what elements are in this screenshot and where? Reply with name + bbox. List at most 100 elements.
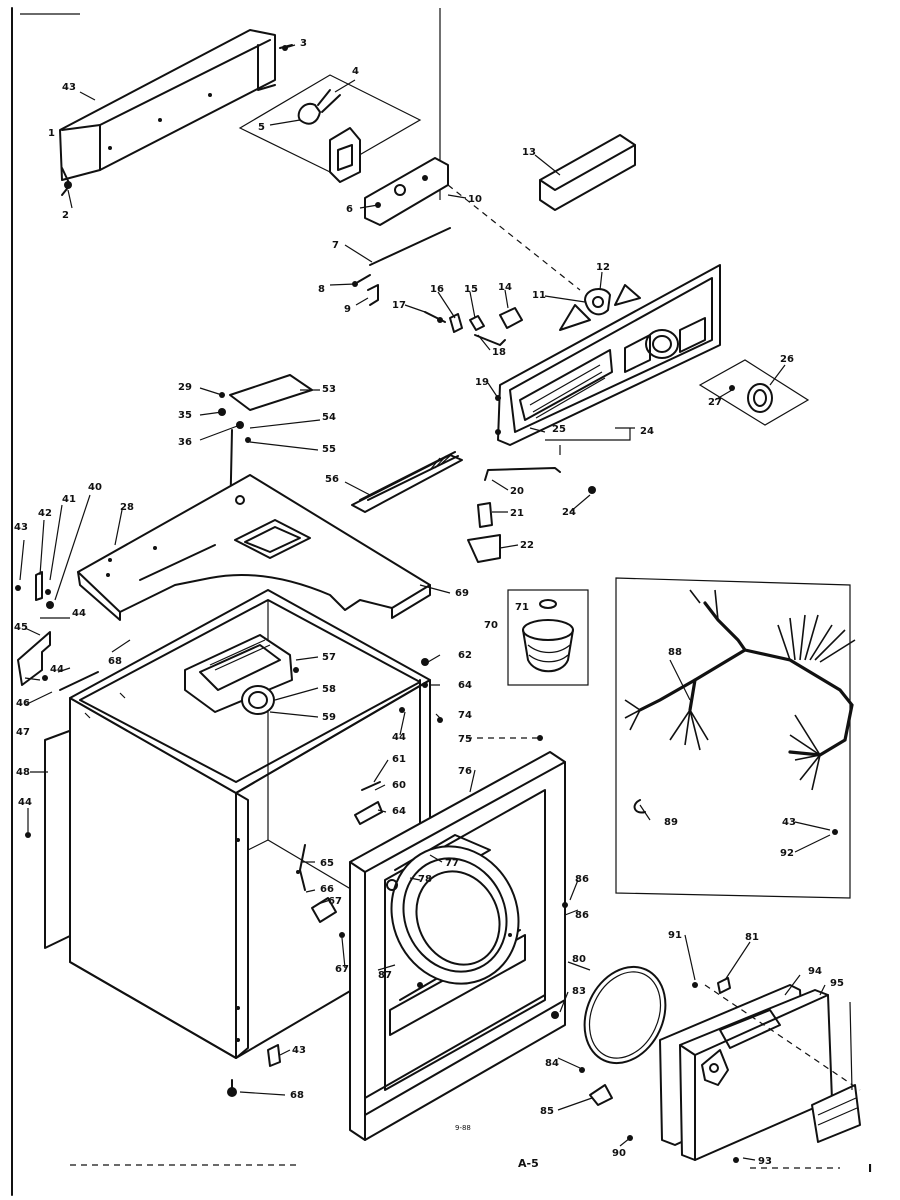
knob-assembly <box>698 359 810 426</box>
label-18: 18 <box>492 347 506 358</box>
label-4: 4 <box>352 66 359 77</box>
label-90: 93 <box>758 1156 772 1167</box>
label-20: 20 <box>510 486 524 497</box>
timer-bracket <box>364 157 581 291</box>
inside-cabinet-parts <box>184 634 299 715</box>
label-52: 56 <box>325 474 339 485</box>
label-37: 36 <box>178 437 192 448</box>
label-66: 70 <box>484 620 498 631</box>
label-21: 21 <box>510 508 524 519</box>
left-hardware <box>15 571 99 949</box>
label-47: 47 <box>16 727 30 738</box>
label-19: 19 <box>475 377 489 388</box>
label-72: 76 <box>458 766 472 777</box>
label-5: 5 <box>258 122 265 133</box>
door-switch <box>296 844 345 938</box>
label-85a: 86 <box>575 910 589 921</box>
label-29: 28 <box>120 502 134 513</box>
label-79: 83 <box>572 986 586 997</box>
label-14: 14 <box>498 282 512 293</box>
label-44b: 44 <box>50 664 64 675</box>
door-opening <box>386 845 568 1019</box>
rear-panel-cover <box>59 29 293 196</box>
small-mark: 9-88 <box>455 1124 471 1132</box>
label-63: 67 <box>328 896 342 907</box>
label-59: 64 <box>458 680 472 691</box>
label-15: 15 <box>464 284 478 295</box>
label-49: 53 <box>322 384 336 395</box>
label-54: 58 <box>322 684 336 695</box>
label-17: 17 <box>392 300 406 311</box>
leader-lines <box>19 44 853 1161</box>
label-9: 9 <box>344 304 351 315</box>
label-43d: 43 <box>782 817 796 828</box>
label-40: 40 <box>88 482 102 493</box>
label-44c: 44 <box>18 797 32 808</box>
label-8: 8 <box>318 284 325 295</box>
label-70: 74 <box>458 710 472 721</box>
label-6: 6 <box>346 204 353 215</box>
label-67: 71 <box>515 602 529 613</box>
label-44d: 44 <box>392 732 406 743</box>
console-panel <box>497 264 721 455</box>
label-65: 69 <box>455 588 469 599</box>
label-43a: 43 <box>62 82 76 93</box>
switch-bracket-assembly <box>238 74 422 183</box>
footer: 9-88 A-5 I <box>70 1124 872 1175</box>
label-2: 2 <box>62 210 69 221</box>
label-27: 26 <box>780 354 794 365</box>
label-13: 13 <box>522 147 536 158</box>
small-screws <box>354 658 543 825</box>
label-44a: 44 <box>72 608 86 619</box>
label-10: 10 <box>468 194 482 205</box>
label-62: 67 <box>335 964 349 975</box>
hose-parts <box>467 467 596 563</box>
label-87: 87 <box>378 970 392 981</box>
label-86: 90 <box>612 1148 626 1159</box>
bottom-screws <box>227 1044 281 1097</box>
top-panel <box>77 474 431 621</box>
label-85b: 89 <box>664 817 678 828</box>
label-26: 25 <box>552 424 566 435</box>
label-25: 24 <box>640 426 654 437</box>
label-51: 55 <box>322 444 336 455</box>
label-76: 80 <box>572 954 586 965</box>
label-24: 24 <box>562 507 576 518</box>
label-57: 61 <box>392 754 406 765</box>
label-42: 42 <box>38 508 52 519</box>
label-88: 91 <box>668 930 682 941</box>
label-93: 94 <box>808 966 822 977</box>
label-56: 60 <box>392 780 406 791</box>
label-16: 16 <box>430 284 444 295</box>
label-73: 77 <box>445 858 459 869</box>
label-61: 66 <box>320 884 334 895</box>
label-58: 62 <box>458 650 472 661</box>
label-41: 41 <box>62 494 76 505</box>
wiring-harness-box <box>615 577 856 899</box>
part-labels: 43 3 4 5 1 2 6 10 13 7 8 9 12 11 14 15 1… <box>14 38 844 1167</box>
label-22: 22 <box>520 540 534 551</box>
label-3: 3 <box>300 38 307 49</box>
label-60: 65 <box>320 858 334 869</box>
panel-end-cover <box>539 134 636 211</box>
label-11: 11 <box>532 290 546 301</box>
lint-screen <box>351 451 463 513</box>
label-1: 1 <box>48 128 55 139</box>
label-74: 78 <box>418 874 432 885</box>
label-35: 29 <box>178 382 192 393</box>
label-71: 75 <box>458 734 472 745</box>
door-gasket-ring <box>579 965 667 1141</box>
label-50: 54 <box>322 412 336 423</box>
label-45: 45 <box>14 622 28 633</box>
dispenser-assembly <box>507 589 589 686</box>
label-89: 92 <box>780 848 794 859</box>
corner-mark: I <box>868 1162 872 1175</box>
label-84: 86 <box>575 874 589 885</box>
label-7: 7 <box>332 240 339 251</box>
label-48: 48 <box>16 767 30 778</box>
page-code: A-5 <box>518 1157 539 1170</box>
label-28: 27 <box>708 397 722 408</box>
label-94: 95 <box>830 978 844 989</box>
label-64b: 68 <box>290 1090 304 1101</box>
